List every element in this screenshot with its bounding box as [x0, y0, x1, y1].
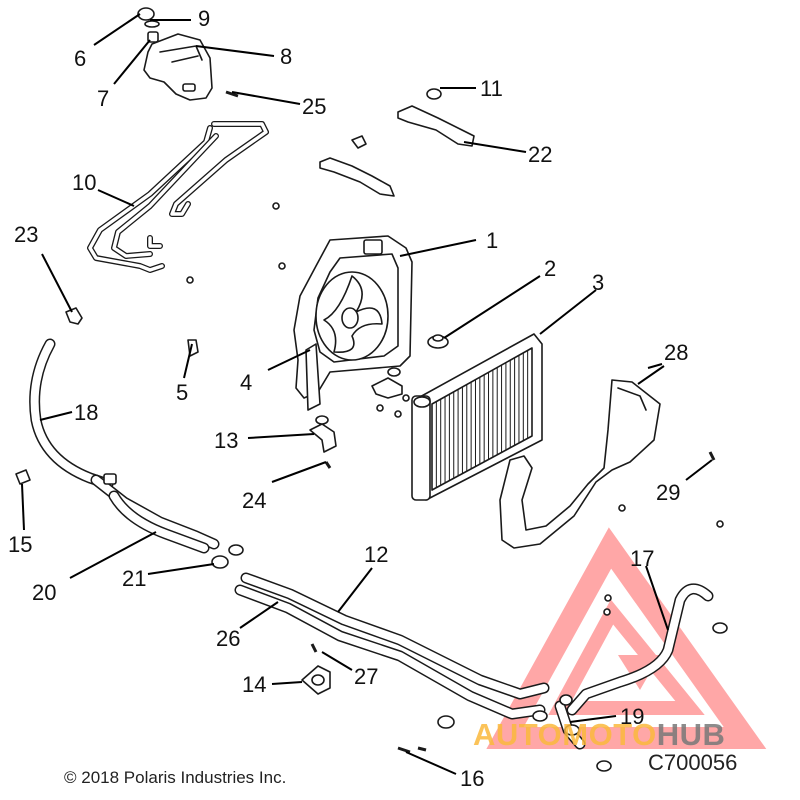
overflow-tube-part-10 — [87, 121, 269, 273]
hose-part-17 — [566, 583, 714, 716]
callout-29: 29 — [656, 480, 681, 505]
cap-part-6 — [137, 7, 155, 21]
callout-3: 3 — [592, 270, 605, 295]
grommet-part-11 — [426, 88, 442, 100]
callout-13: 13 — [214, 428, 239, 453]
callout-11: 11 — [480, 76, 503, 101]
callout-7: 7 — [97, 86, 110, 111]
copyright-notice: © 2018 Polaris Industries Inc. — [64, 768, 287, 787]
callout-1: 1 — [486, 228, 499, 253]
bolt-part-25 — [225, 90, 239, 98]
bracket-part-22 — [397, 105, 475, 147]
shroud-part-28 — [499, 379, 661, 549]
clip-part-15 — [15, 469, 31, 485]
callout-19: 19 — [620, 704, 645, 729]
fastener-small-parts — [186, 202, 724, 616]
reservoir-part-8 — [143, 33, 213, 101]
bolt-part-24 — [324, 461, 332, 469]
coolant-pipe-part-26 — [234, 584, 546, 720]
clamp-part-23 — [65, 307, 83, 325]
bolt-part-29 — [708, 451, 716, 461]
callout-23: 23 — [14, 222, 39, 247]
bracket-upper-part — [319, 135, 395, 197]
callout-25: 25 — [302, 94, 327, 119]
radiator-fins — [431, 348, 533, 490]
hose-part-18 — [29, 338, 114, 490]
clamp-part-21 — [211, 544, 244, 569]
watermark-part1: AUTOMOTO — [473, 717, 657, 752]
callout-5: 5 — [176, 380, 189, 405]
clamp-part-14 — [301, 665, 331, 695]
radiator-cap-part-2 — [427, 334, 449, 349]
watermark-part2: HUB — [656, 717, 726, 752]
diagram-code: C700056 — [648, 750, 738, 775]
seal-part-9 — [144, 20, 160, 28]
callout-16: 16 — [460, 766, 485, 791]
callout-20: 20 — [32, 580, 57, 605]
callout-10: 10 — [72, 170, 97, 195]
callout-12: 12 — [364, 542, 389, 567]
callout-21: 21 — [122, 566, 147, 591]
callout-22: 22 — [528, 142, 553, 167]
bracket-mount-part — [371, 367, 403, 399]
callout-17: 17 — [630, 546, 655, 571]
callout-26: 26 — [216, 626, 241, 651]
callout-6: 6 — [74, 46, 87, 71]
fan-assembly-part-1-4 — [293, 235, 413, 411]
bracket-part-13 — [309, 415, 337, 453]
callout-4: 4 — [240, 370, 253, 395]
coolant-pipe-part-12 — [240, 572, 550, 700]
cap-part-7 — [147, 31, 159, 43]
callout-28: 28 — [664, 340, 689, 365]
callout-24: 24 — [242, 488, 267, 513]
leader-lines — [21, 13, 713, 775]
clamp-lower-parts — [437, 622, 728, 772]
screw-part-27 — [310, 643, 318, 653]
watermark-text: AUTOMOTOHUB — [473, 717, 725, 753]
callout-14: 14 — [242, 672, 267, 697]
callout-8: 8 — [280, 44, 293, 69]
callout-15: 15 — [8, 532, 33, 557]
hose-part-20 — [90, 473, 220, 554]
callout-2: 2 — [544, 256, 557, 281]
callout-27: 27 — [354, 664, 379, 689]
screw-part-16 — [397, 746, 427, 754]
callout-9: 9 — [198, 6, 211, 31]
radiator-part-3 — [411, 333, 543, 501]
callout-18: 18 — [74, 400, 99, 425]
